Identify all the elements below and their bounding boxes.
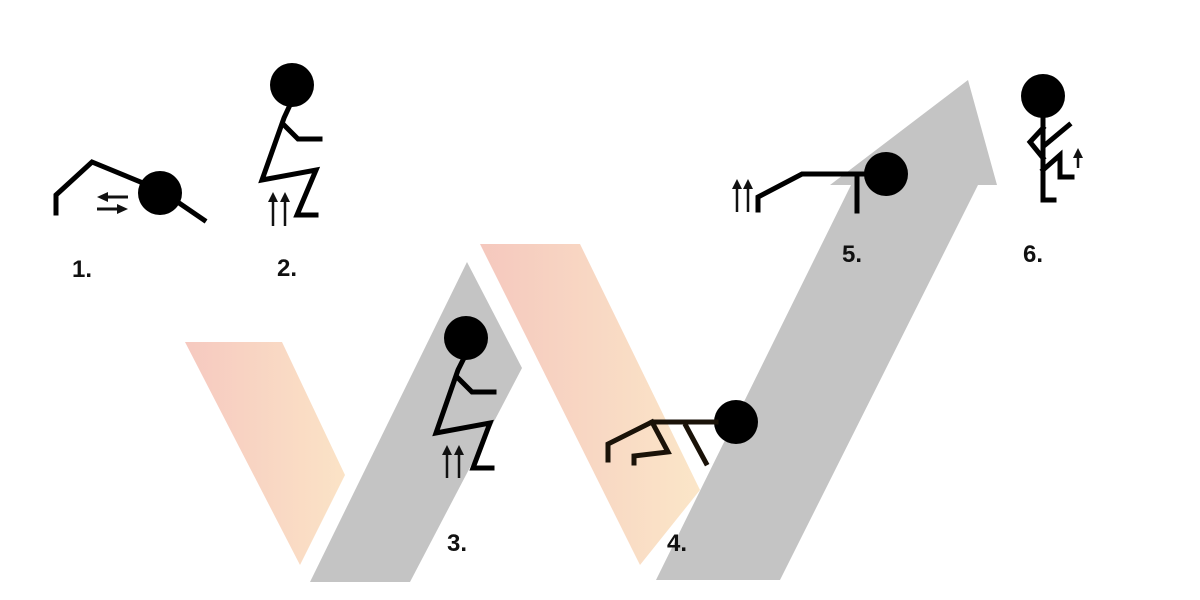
- figure-3: [432, 316, 497, 471]
- step-number-label: 4.: [667, 530, 688, 557]
- step-number-label: 2.: [277, 255, 298, 282]
- figure-2: [258, 63, 323, 218]
- arrows-up-icon: [268, 192, 290, 226]
- background-band-center: [480, 244, 700, 565]
- figure-5: [755, 152, 908, 214]
- arrow-up-icon: [1073, 148, 1083, 168]
- step-number-label: 1.: [72, 256, 93, 283]
- figure-1: [53, 159, 208, 224]
- arrows-up-icon: [732, 179, 753, 212]
- step-number-label: 6.: [1023, 241, 1044, 268]
- rising-arrow: [656, 80, 997, 580]
- step-number-label: 5.: [842, 241, 863, 268]
- arrows-left-right-icon: [97, 192, 128, 214]
- figure-6: [1021, 74, 1075, 203]
- step-number-label: 3.: [447, 530, 468, 557]
- arrows-up-icon: [442, 445, 464, 478]
- figure-4: [605, 400, 758, 467]
- background-band-left: [185, 342, 345, 565]
